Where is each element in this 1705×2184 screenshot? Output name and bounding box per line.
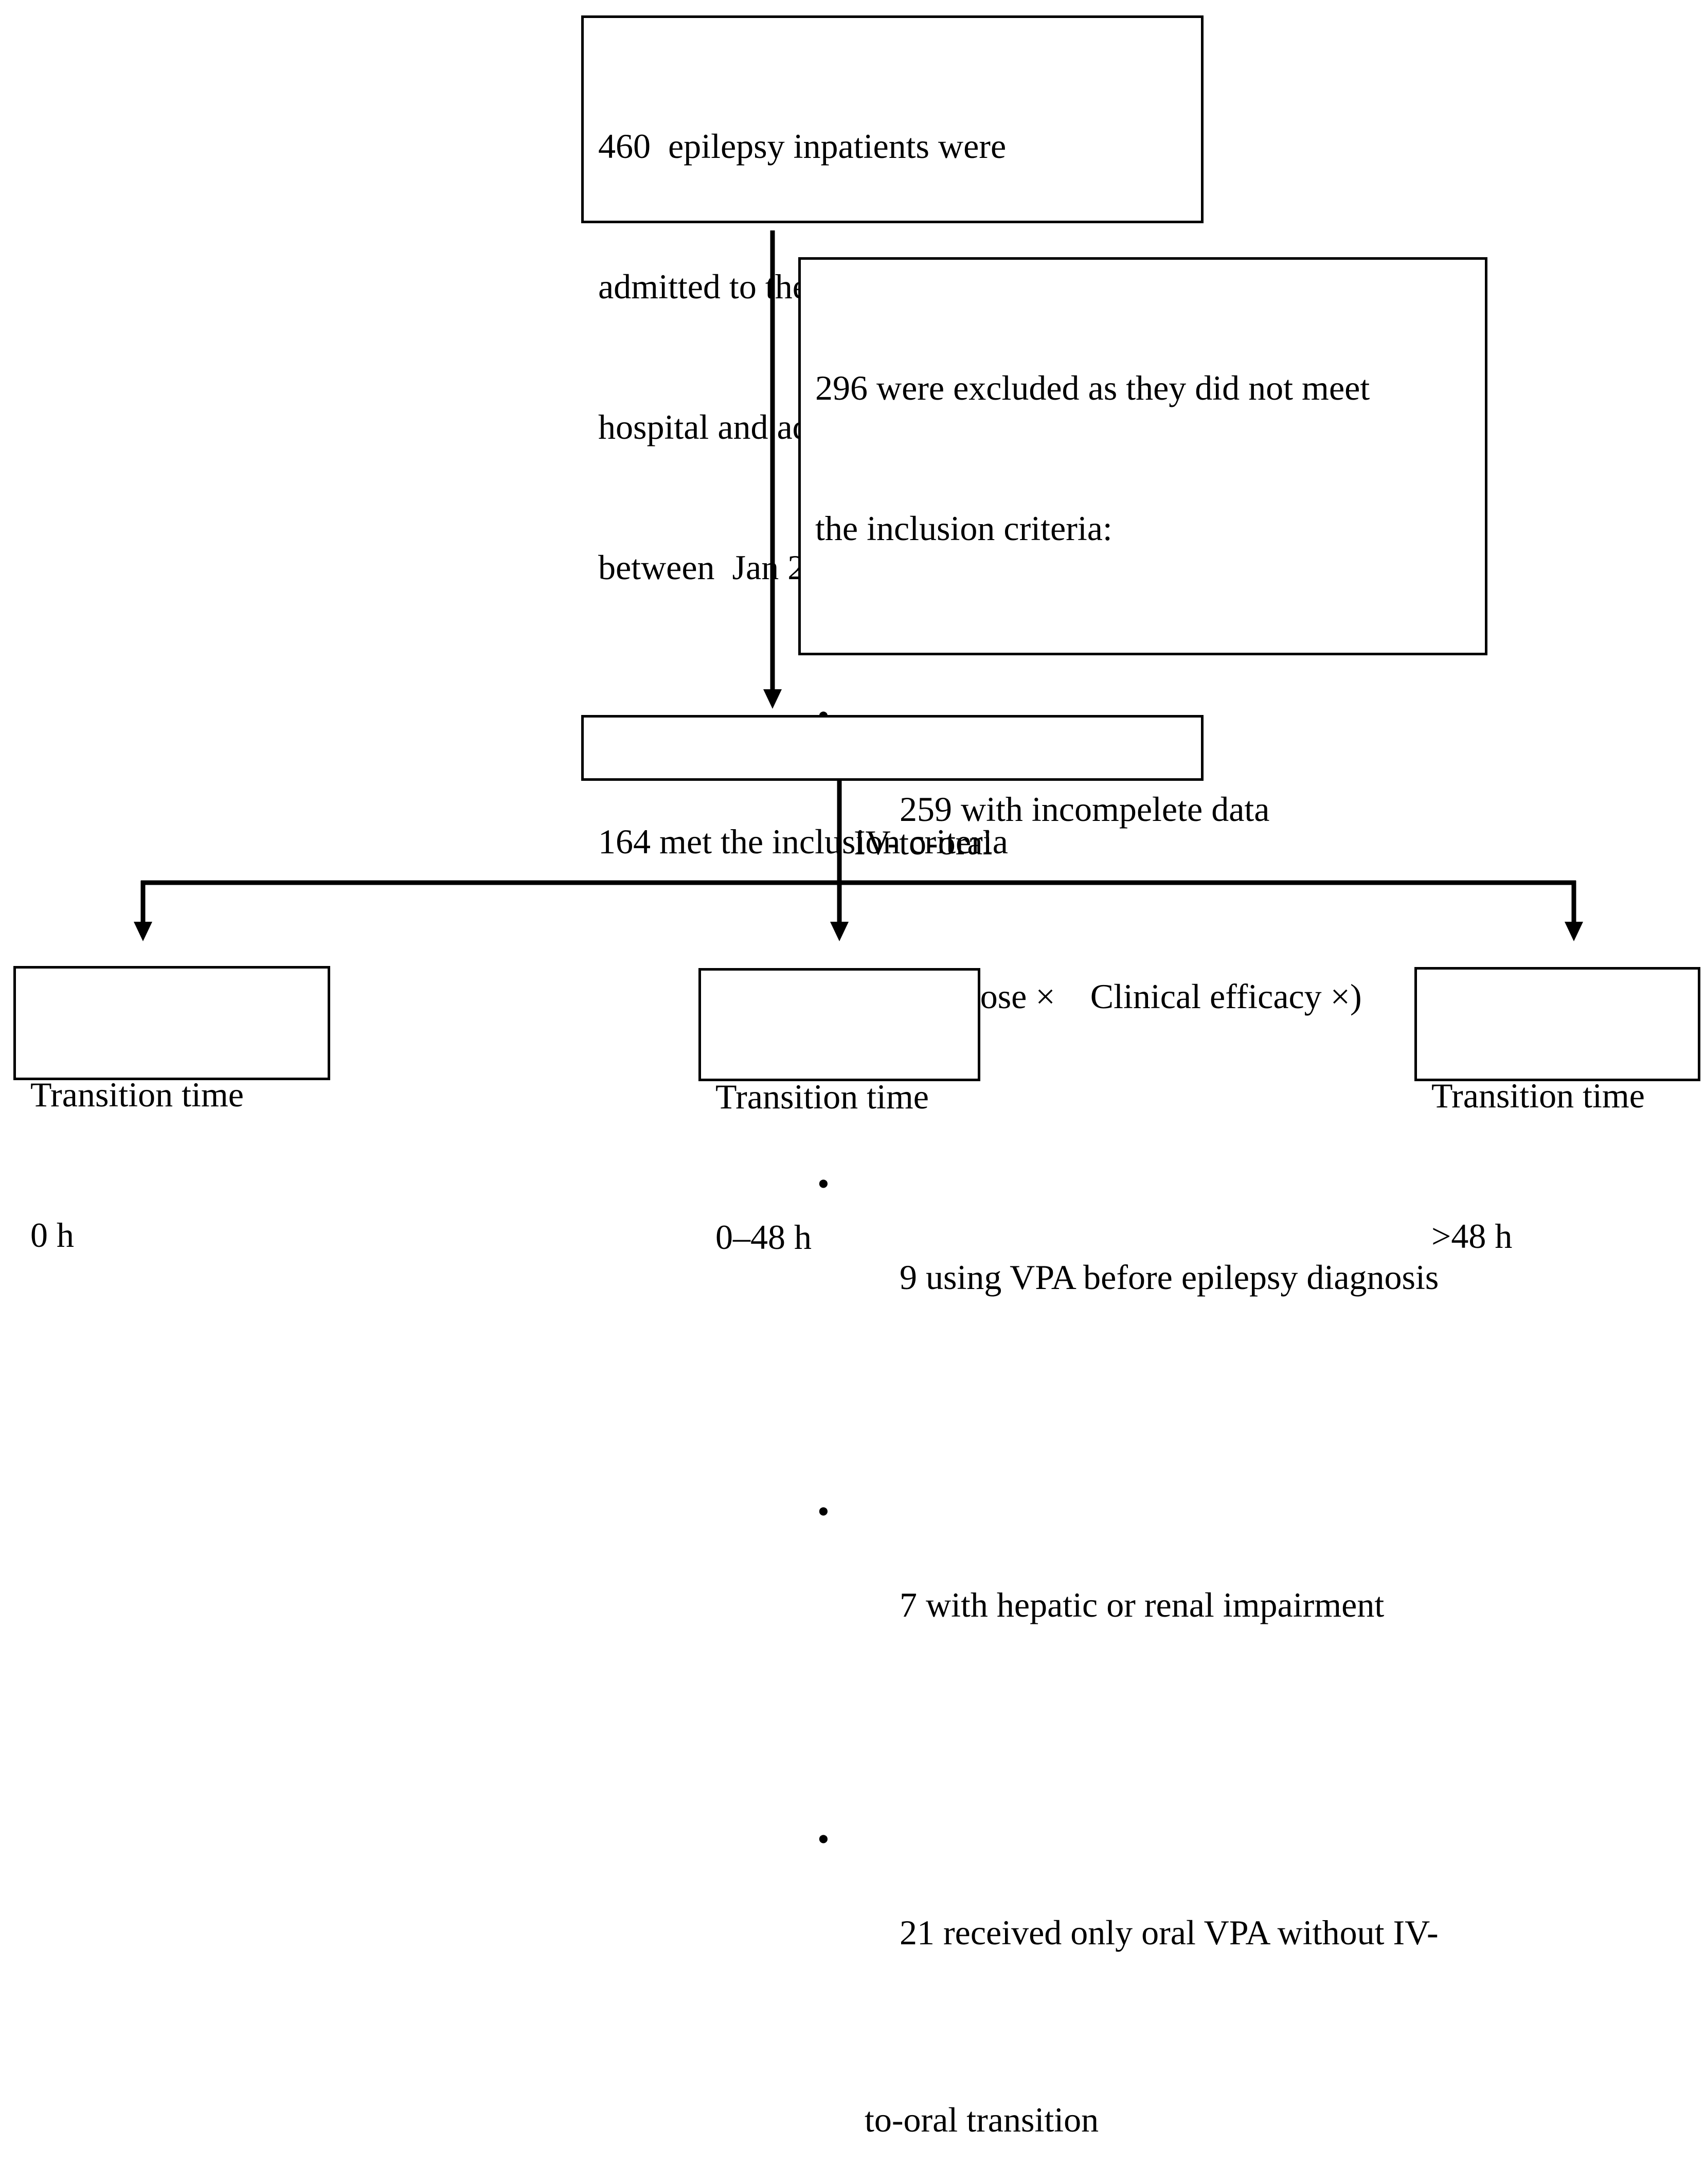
- excluded-intro-1: 296 were excluded as they did not meet: [815, 368, 1370, 407]
- admitted-box: 460 epilepsy inpatients were admitted to…: [581, 15, 1204, 587]
- group-range: >48 h: [1431, 1216, 1513, 1256]
- bullet-icon: •: [817, 1492, 830, 1531]
- excluded-box: 296 were excluded as they did not meet t…: [798, 257, 1487, 2139]
- group-range: 0–48 h: [715, 1218, 812, 1257]
- branch-label: IV-to-oral: [854, 823, 993, 862]
- exclusion-item-text: 9 using VPA before epilepsy diagnosis: [900, 1258, 1439, 1297]
- group-label: Transition time: [30, 1075, 244, 1114]
- included-box: 164 met the inclusion criteria: [581, 715, 1204, 861]
- group-box-0-48h: Transition time 0–48 h: [698, 968, 980, 1257]
- admitted-line-1: 460 epilepsy inpatients were: [598, 127, 1007, 166]
- group-label: Transition time: [715, 1077, 929, 1116]
- group-box-0h: Transition time 0 h: [13, 966, 330, 1255]
- arrowhead-group-2: [830, 922, 849, 941]
- flow-connectors: [134, 230, 1583, 941]
- excluded-intro-2: the inclusion criteria:: [815, 509, 1112, 548]
- group-box-over-48h: Transition time >48 h: [1414, 967, 1700, 1256]
- exclusion-item-text: 259 with incompelete data: [900, 790, 1270, 829]
- group-label: Transition time: [1431, 1076, 1645, 1115]
- arrowhead-group-1: [134, 922, 152, 941]
- exclusion-item-continuation: to-oral transition: [865, 2100, 1099, 2139]
- exclusion-item: • 7 with hepatic or renal impairment: [815, 1488, 1470, 1675]
- exclusion-item-text: 21 received only oral VPA without IV-: [900, 1913, 1439, 1952]
- arrowhead-included: [763, 689, 782, 709]
- exclusion-item-text: 7 with hepatic or renal impairment: [900, 1585, 1385, 1624]
- arrowhead-group-3: [1565, 922, 1583, 941]
- bullet-icon: •: [817, 1819, 830, 1858]
- bullet-icon: •: [817, 1164, 830, 1203]
- exclusion-item: • 21 received only oral VPA without IV-: [815, 1816, 1470, 2003]
- included-text: 164 met the inclusion criteria: [598, 822, 1008, 861]
- group-range: 0 h: [30, 1215, 74, 1255]
